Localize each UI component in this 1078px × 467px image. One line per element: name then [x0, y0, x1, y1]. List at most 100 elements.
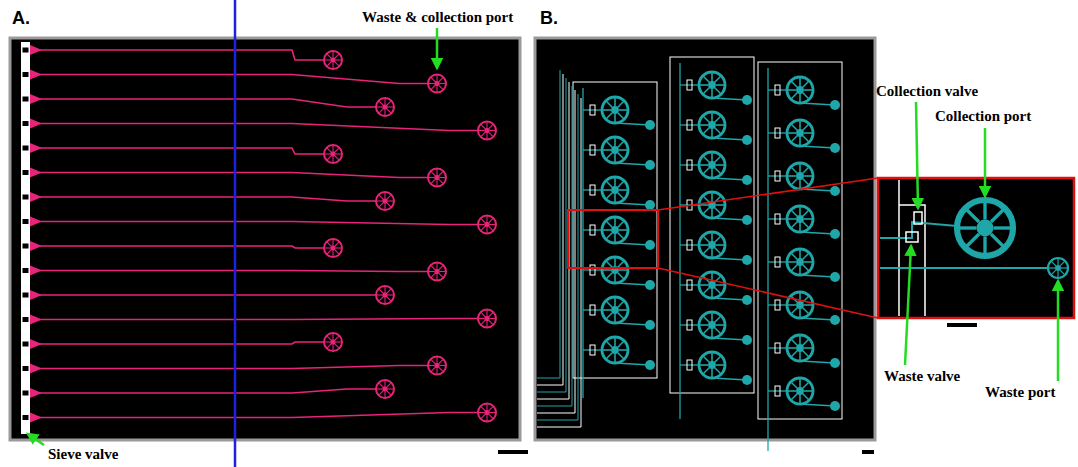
- port-spoke: [324, 153, 330, 154]
- valve: [687, 120, 692, 130]
- collection-port-spoke: [606, 261, 612, 267]
- control-line: [573, 82, 657, 378]
- collection-port-spoke: [614, 337, 616, 346]
- collection-port-spoke: [787, 89, 796, 91]
- collection-port-spoke: [619, 309, 628, 311]
- collection-port-spoke: [618, 261, 624, 267]
- collection-port-spoke: [787, 261, 796, 263]
- port-hub: [382, 292, 387, 297]
- collection-port-spoke: [791, 136, 797, 142]
- flow-channel: [30, 124, 478, 131]
- collection-port-spoke: [715, 316, 721, 322]
- port-spoke: [379, 109, 383, 113]
- channel-inlet: [30, 388, 42, 398]
- collection-port-spoke: [699, 364, 708, 366]
- collection-port-spoke: [606, 113, 612, 119]
- collection-port-spoke: [606, 141, 612, 147]
- channel-inlet: [30, 143, 42, 153]
- collection-port-spoke: [991, 208, 1005, 222]
- collection-port-spoke: [787, 347, 796, 349]
- collection-port-hub: [796, 172, 804, 180]
- valve: [775, 386, 780, 396]
- scale-bar: [498, 450, 528, 454]
- port-spoke: [490, 130, 496, 131]
- collection-port-spoke: [618, 101, 624, 107]
- collection-port-spoke: [618, 301, 624, 307]
- port-spoke: [379, 101, 383, 105]
- collection-port-spoke: [716, 284, 725, 286]
- collection-port-spoke: [602, 109, 611, 111]
- collection-port-spoke: [715, 328, 721, 334]
- collection-port-spoke: [716, 84, 725, 86]
- flow-channel: [30, 75, 428, 84]
- collection-port-spoke: [993, 226, 1013, 229]
- port-spoke: [332, 239, 333, 245]
- port: [478, 122, 496, 140]
- zoom-box: [568, 210, 658, 268]
- port-spoke: [387, 391, 391, 395]
- channel-inlet: [30, 119, 42, 129]
- waste-port: [645, 280, 655, 290]
- collection-port-spoke: [803, 253, 809, 259]
- port-spoke: [439, 171, 443, 175]
- collection-port-spoke: [716, 164, 725, 166]
- port-spoke: [439, 179, 443, 183]
- flow-channel: [30, 413, 478, 418]
- collection-port-spoke: [711, 209, 713, 218]
- port-spoke: [481, 218, 485, 222]
- collection-port-spoke: [799, 163, 801, 172]
- flow-channel: [680, 284, 699, 285]
- port-spoke: [336, 59, 342, 60]
- port-hub: [434, 363, 439, 368]
- collection-port-spoke: [799, 395, 801, 404]
- callout-label: Collection port: [935, 108, 1031, 125]
- collection-port-spoke: [606, 233, 612, 239]
- collection-port-spoke: [703, 88, 709, 94]
- collection-port-spoke: [606, 181, 612, 187]
- flow-channel: [583, 269, 602, 270]
- collection-port-spoke: [618, 181, 624, 187]
- port-spoke: [431, 85, 435, 89]
- waste-port: [645, 120, 655, 130]
- collection-port-spoke: [716, 324, 725, 326]
- port-spoke: [327, 336, 331, 340]
- collection-port-hub: [708, 361, 716, 369]
- collection-port-spoke: [703, 356, 709, 362]
- collection-port: [699, 112, 725, 138]
- chip-b-background: [535, 38, 875, 440]
- collection-port-spoke: [711, 249, 713, 258]
- waste-port: [742, 215, 752, 225]
- port-spoke: [486, 227, 487, 233]
- collection-port-spoke: [606, 193, 612, 199]
- collection-port-spoke: [606, 101, 612, 107]
- port-hub: [434, 175, 439, 180]
- waste-port: [830, 358, 840, 368]
- collection-port-spoke: [711, 232, 713, 241]
- collection-port-spoke: [715, 76, 721, 82]
- port-spoke: [439, 85, 443, 89]
- collection-port-spoke: [711, 329, 713, 338]
- port-hub: [330, 57, 335, 62]
- collection-port-spoke: [804, 132, 813, 134]
- flow-channel: [583, 309, 602, 310]
- port: [376, 380, 394, 398]
- collection-port-spoke: [799, 180, 801, 189]
- collection-port-spoke: [957, 226, 977, 229]
- control-line: [537, 90, 575, 413]
- collection-port-spoke: [715, 116, 721, 122]
- port-spoke: [388, 106, 394, 107]
- flow-channel: [30, 99, 376, 107]
- collection-port-spoke: [799, 77, 801, 86]
- collection-port-hub: [796, 344, 804, 352]
- collection-port-spoke: [803, 167, 809, 173]
- collection-port-spoke: [619, 189, 628, 191]
- port-spoke: [489, 132, 493, 136]
- collection-port-spoke: [803, 93, 809, 99]
- port-spoke: [327, 250, 331, 254]
- port-spoke: [335, 148, 339, 152]
- port-spoke: [478, 318, 484, 319]
- valve: [590, 265, 595, 275]
- flow-channel: [583, 349, 602, 350]
- collection-port-spoke: [703, 316, 709, 322]
- port: [428, 169, 446, 187]
